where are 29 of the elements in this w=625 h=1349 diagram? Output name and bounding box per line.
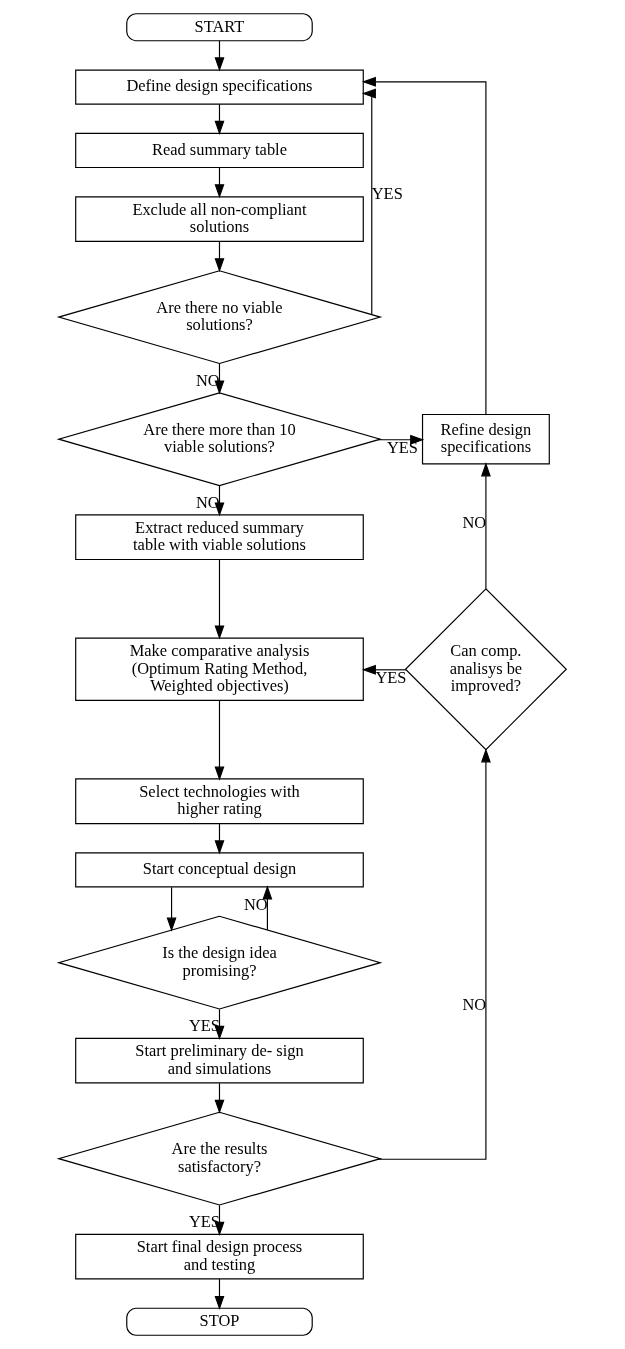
node-box: Start conceptual design <box>75 852 364 888</box>
node-diamond: Are there more than 10 viable solutions? <box>56 392 383 487</box>
arrow <box>166 886 177 932</box>
arrow <box>214 559 225 640</box>
arrow <box>361 76 487 415</box>
node-box: Define design specifications <box>75 69 364 105</box>
node-box: Refine design specifications <box>421 413 550 465</box>
node-box: Select technologies with higher rating <box>75 778 364 825</box>
edge-label: YES <box>386 437 418 457</box>
node-box: Start final design process and testing <box>75 1233 364 1280</box>
edge-label: NO <box>243 894 268 914</box>
node-box: Exclude all non-compliant solutions <box>75 196 364 242</box>
node-box: START <box>126 13 313 42</box>
node-box: Read summary table <box>75 132 364 169</box>
arrow <box>480 462 491 590</box>
node-box: Start preliminary de- sign and simulations <box>75 1037 364 1084</box>
arrow <box>377 434 425 445</box>
node-diamond: Are there no viable solutions? <box>56 270 383 365</box>
node-box: Extract reduced summary table with viable solutions <box>75 514 364 561</box>
edge-label: YES <box>371 184 403 204</box>
node-box: STOP <box>126 1307 313 1336</box>
node-box: Make comparative analysis (Optimum Rating Method, Weighted objectives) <box>75 637 364 701</box>
arrow <box>361 88 376 316</box>
arrow <box>214 699 225 781</box>
node-diamond: Are the results satisfactory? <box>56 1111 383 1206</box>
arrow <box>377 748 491 1160</box>
arrow <box>262 885 273 931</box>
arrow <box>361 664 407 675</box>
edge-label: YES <box>375 667 407 687</box>
